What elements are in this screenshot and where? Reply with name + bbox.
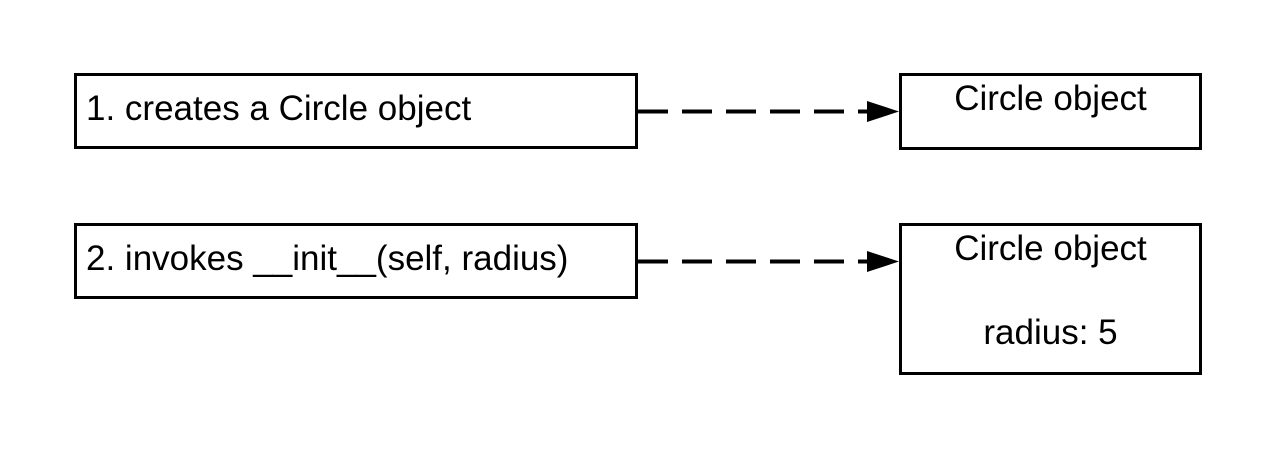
step-label-1: 1. creates a Circle object xyxy=(86,89,472,128)
step-box-2: 2. invokes __init__(self, radius) xyxy=(74,223,638,299)
arrowhead-icon-1 xyxy=(867,101,899,122)
object-title-1: Circle object xyxy=(954,79,1147,118)
step-label-2: 2. invokes __init__(self, radius) xyxy=(86,239,569,278)
dashed-arrow-1 xyxy=(638,101,899,122)
arrowhead-icon-2 xyxy=(867,251,899,272)
dashed-arrow-2 xyxy=(638,251,899,272)
object-title-2: Circle object xyxy=(954,229,1147,268)
object-attribute-radius: radius: 5 xyxy=(983,313,1118,352)
object-box-2: Circle object radius: 5 xyxy=(899,223,1202,375)
step-box-1: 1. creates a Circle object xyxy=(74,73,638,149)
object-box-1: Circle object xyxy=(899,73,1202,150)
